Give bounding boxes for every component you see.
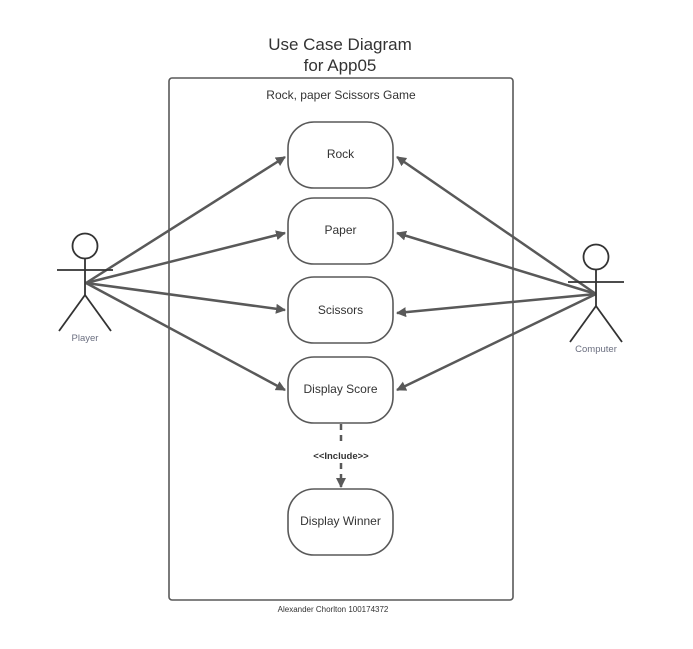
use-case-scissors: Scissors <box>287 276 394 344</box>
system-boundary-label: Rock, paper Scissors Game <box>266 88 416 102</box>
use-case-display-score: Display Score <box>287 356 394 424</box>
computer-actor-label: Computer <box>575 344 617 355</box>
use-case-rock: Rock <box>287 121 394 189</box>
player-paper-association <box>85 230 286 285</box>
use-case-display-winner-label: Display Winner <box>300 514 381 528</box>
use-case-scissors-label: Scissors <box>318 303 363 317</box>
include-relationship-label: <<Include>> <box>313 451 369 462</box>
use-case-display-winner: Display Winner <box>287 488 394 556</box>
player-scissors-association <box>85 281 286 314</box>
use-case-display-score-label: Display Score <box>303 382 377 396</box>
player-actor-label: Player <box>72 333 99 344</box>
player-display-score-association <box>85 281 286 392</box>
use-case-rock-label: Rock <box>327 147 355 161</box>
computer-actor-icon <box>568 243 624 343</box>
diagram-title-line-1: Use Case Diagram <box>268 35 412 54</box>
computer-scissors-association <box>396 292 597 318</box>
computer-paper-association <box>396 230 597 296</box>
diagram-title-line-2: for App05 <box>304 56 377 75</box>
player-rock-association <box>85 155 286 285</box>
system-boundary <box>168 77 514 601</box>
computer-display-score-association <box>396 292 597 392</box>
use-case-paper: Paper <box>287 197 394 265</box>
computer-rock-association <box>396 155 597 296</box>
use-case-paper-label: Paper <box>324 223 356 237</box>
author-footer: Alexander Chorlton 100174372 <box>278 605 389 614</box>
player-actor-icon <box>57 232 113 332</box>
player-associations <box>85 155 286 392</box>
computer-associations <box>396 155 597 392</box>
